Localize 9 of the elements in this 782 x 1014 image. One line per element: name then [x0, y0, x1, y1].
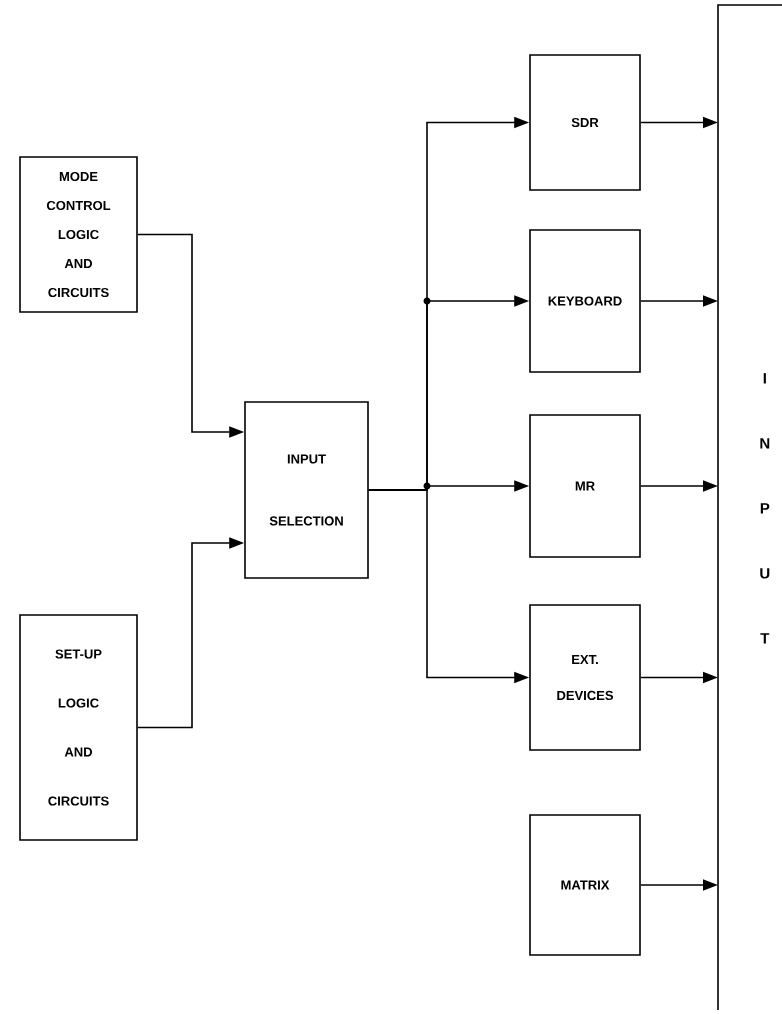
block-box: MATRIX — [529, 814, 641, 956]
block-box: SDR — [529, 54, 641, 191]
block-box: MODE CONTROL LOGIC AND CIRCUITS — [19, 156, 138, 313]
block-box: INPUT SELECTION — [244, 401, 369, 579]
input-bus: I N P U T — [717, 4, 782, 1011]
block-box: EXT. DEVICES — [529, 604, 641, 751]
block-box: SET-UP LOGIC AND CIRCUITS — [19, 614, 138, 841]
block-box: MR — [529, 414, 641, 558]
block-box: KEYBOARD — [529, 229, 641, 373]
